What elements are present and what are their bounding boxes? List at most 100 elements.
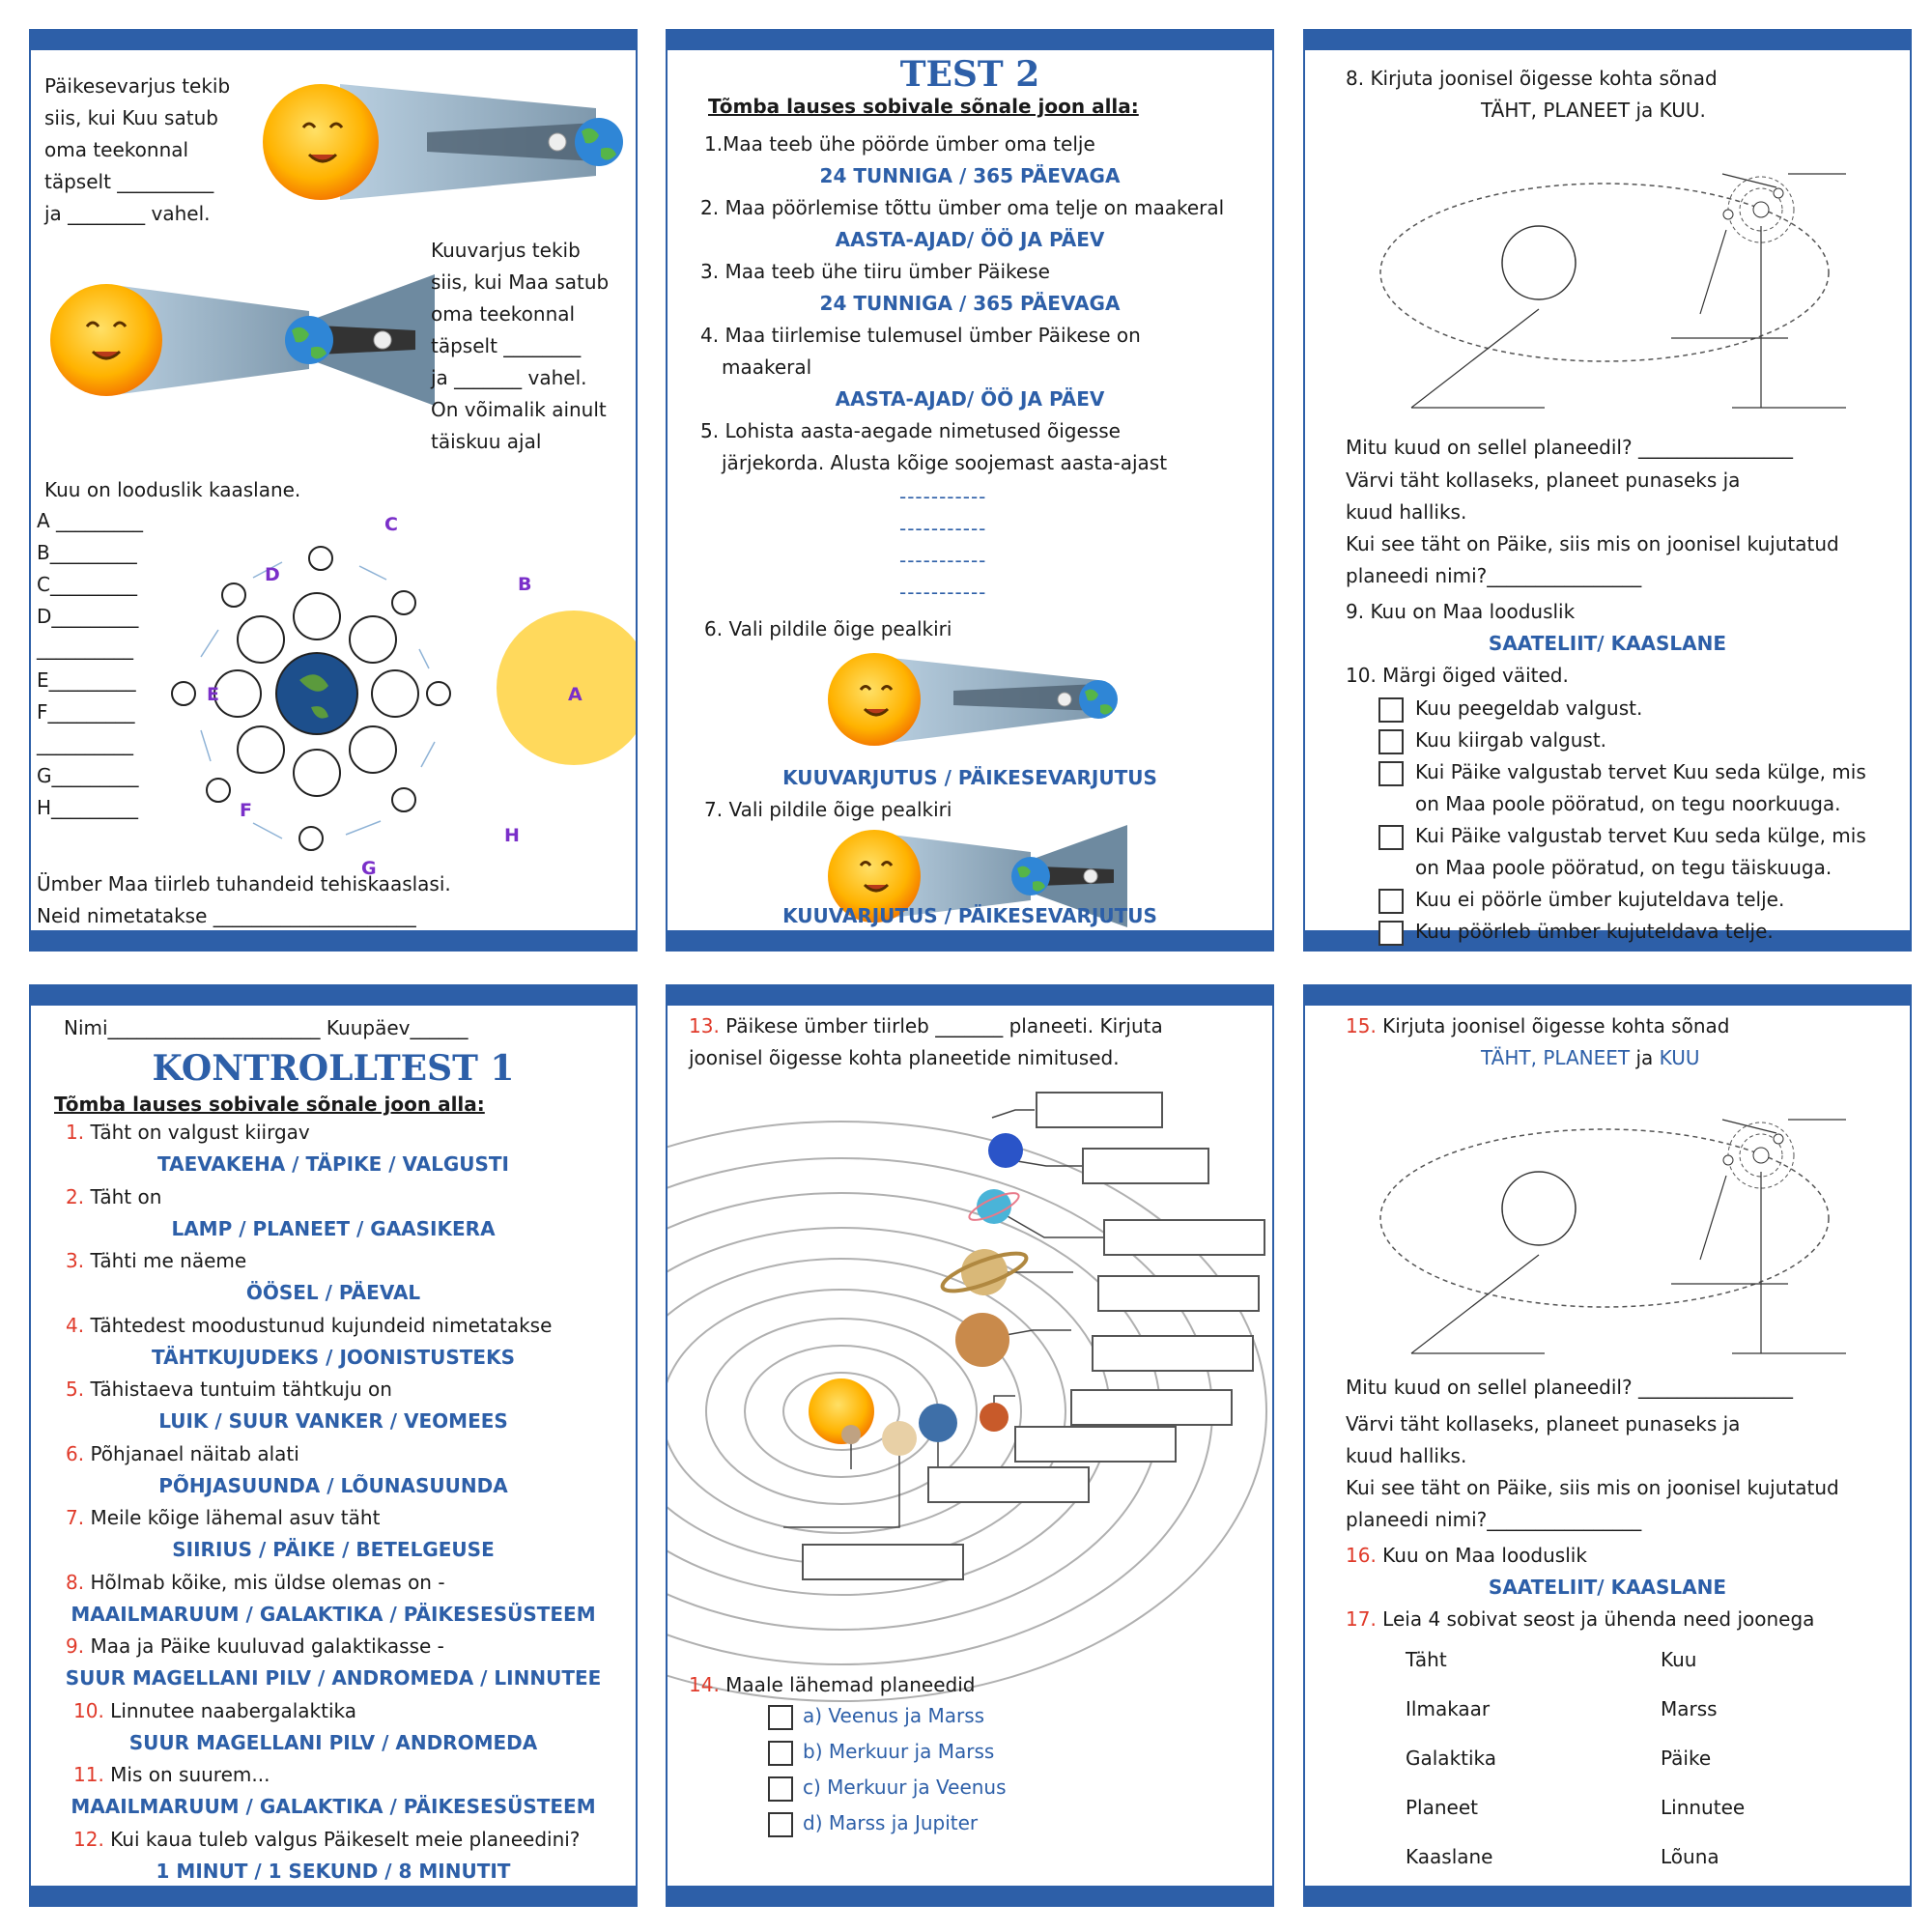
match-left-item[interactable]: Kaaslane <box>1406 1845 1493 1868</box>
option-checkbox[interactable] <box>768 1741 793 1766</box>
option-a[interactable]: a) Veenus ja Marss <box>803 1704 985 1727</box>
statement-checkbox[interactable] <box>1378 921 1404 946</box>
question-item: 1. Täht on valgust kiirgav <box>66 1120 310 1145</box>
option-checkbox[interactable] <box>768 1776 793 1802</box>
answer-options-4[interactable]: AASTA-AJAD/ ÖÖ JA PÄEV <box>835 387 1105 411</box>
answer-options-7[interactable]: KUUVARJUTUS / PÄIKESEVARJUTUS <box>782 904 1157 927</box>
inner-moon <box>371 669 419 718</box>
moon-circle <box>1722 1154 1734 1166</box>
orbit-label: B <box>518 574 532 595</box>
question-number: 4. <box>66 1313 85 1337</box>
answer-options[interactable]: PÕHJASUUNDA / LÕUNASUUNDA <box>158 1473 508 1497</box>
phase-blank[interactable]: __________ <box>37 732 133 755</box>
phase-blank[interactable]: G_________ <box>37 764 139 787</box>
page-bottom-bar <box>31 930 636 950</box>
answer-options[interactable]: TAEVAKEHA / TÄPIKE / VALGUSTI <box>157 1152 509 1176</box>
answer-options[interactable]: SUUR MAGELLANI PILV / ANDROMEDA / LINNUT… <box>65 1666 602 1690</box>
planet-circle <box>1752 201 1770 218</box>
season-slot[interactable]: ----------- <box>899 581 987 604</box>
planet-name-box <box>927 1466 1090 1503</box>
page-kontrolltest-1: Nimi______________________ Kuupäev______… <box>29 984 638 1907</box>
option-d[interactable]: d) Marss ja Jupiter <box>803 1811 979 1834</box>
question-number: 15. <box>1346 1014 1377 1037</box>
page-top-bar <box>668 986 1272 1006</box>
planet-orbit <box>1379 1128 1830 1308</box>
solar-eclipse-illustration <box>263 84 623 200</box>
statement-checkbox[interactable] <box>1378 889 1404 914</box>
answer-options[interactable]: LUIK / SUUR VANKER / VEOMEES <box>158 1409 508 1433</box>
saturn-icon <box>961 1249 1008 1295</box>
mars-icon <box>980 1403 1009 1432</box>
answer-options[interactable]: ÖÖSEL / PÄEVAL <box>245 1281 421 1304</box>
match-right-item[interactable]: Lõuna <box>1661 1845 1719 1868</box>
phase-blank[interactable]: A _________ <box>37 509 144 532</box>
option-checkbox[interactable] <box>768 1705 793 1730</box>
question-number: 8. <box>66 1570 85 1594</box>
question-number: 2. <box>66 1184 85 1208</box>
match-left-item[interactable]: Galaktika <box>1406 1747 1497 1770</box>
answer-options-16[interactable]: SAATELIIT/ KAASLANE <box>1488 1576 1727 1599</box>
orbit-label: E <box>207 684 219 705</box>
page-bottom-bar <box>668 930 1272 950</box>
planet-name-blank[interactable]: planeedi nimi?________________ <box>1346 1508 1642 1531</box>
statement-checkbox[interactable] <box>1378 697 1404 723</box>
match-left-item[interactable]: Täht <box>1406 1648 1447 1671</box>
phase-blank[interactable]: C_________ <box>37 573 137 596</box>
planet-name-question: Kui see täht on Päike, siis mis on jooni… <box>1346 532 1839 555</box>
name-date-header[interactable]: Nimi______________________ Kuupäev______ <box>64 1016 469 1039</box>
phase-blank[interactable]: __________ <box>37 637 133 660</box>
phase-blank[interactable]: B_________ <box>37 541 137 564</box>
option-b[interactable]: b) Merkuur ja Marss <box>803 1740 995 1763</box>
question-14: Maale lähemad planeedid <box>725 1673 976 1696</box>
match-right-item[interactable]: Marss <box>1661 1697 1718 1720</box>
statement-checkbox[interactable] <box>1378 825 1404 850</box>
answer-options-9[interactable]: SAATELIIT/ KAASLANE <box>1488 632 1727 655</box>
orbit-label: D <box>265 564 280 585</box>
moons-count-question[interactable]: Mitu kuud on sellel planeedil? _________… <box>1346 1376 1793 1399</box>
planet-name-blank[interactable]: planeedi nimi?________________ <box>1346 564 1642 587</box>
moon-icon <box>373 330 392 350</box>
option-c[interactable]: c) Merkuur ja Veenus <box>803 1776 1007 1799</box>
match-left-item[interactable]: Planeet <box>1406 1796 1478 1819</box>
question-item: 10. Linnutee naabergalaktika <box>73 1698 356 1723</box>
text-line: täiskuu ajal <box>431 430 542 453</box>
phase-blank[interactable]: E_________ <box>37 668 136 692</box>
phase-blank[interactable]: H_________ <box>37 796 139 819</box>
statement-checkbox[interactable] <box>1378 729 1404 754</box>
question-item: 3. Tähti me näeme <box>66 1248 246 1273</box>
statement-text: Kui Päike valgustab tervet Kuu seda külg… <box>1415 824 1866 847</box>
answer-options-1[interactable]: 24 TUNNIGA / 365 PÄEVAGA <box>819 164 1121 187</box>
match-left-item[interactable]: Ilmakaar <box>1406 1697 1491 1720</box>
planet-orbit <box>1379 183 1830 362</box>
match-right-item[interactable]: Päike <box>1661 1747 1712 1770</box>
season-slot[interactable]: ----------- <box>899 517 987 540</box>
season-slot[interactable]: ----------- <box>899 549 987 572</box>
moon-icon <box>1083 868 1098 884</box>
season-slot[interactable]: ----------- <box>899 485 987 508</box>
moon-circle <box>1773 187 1784 199</box>
phase-blank[interactable]: F_________ <box>37 700 135 724</box>
text-line: Päikesevarjus tekib <box>44 74 231 98</box>
satellite-blank[interactable]: Neid nimetatakse _____________________ <box>37 904 416 927</box>
moon-circle <box>1722 209 1734 220</box>
match-right-item[interactable]: Linnutee <box>1661 1796 1746 1819</box>
answer-options-3[interactable]: 24 TUNNIGA / 365 PÄEVAGA <box>819 292 1121 315</box>
answer-options[interactable]: MAAILMARUUM / GALAKTIKA / PÄIKESESÜSTEEM <box>71 1795 596 1818</box>
answer-options[interactable]: SIIRIUS / PÄIKE / BETELGEUSE <box>172 1538 495 1561</box>
answer-options[interactable]: 1 MINUT / 1 SEKUND / 8 MINUTIT <box>156 1859 511 1883</box>
option-checkbox[interactable] <box>768 1812 793 1837</box>
lunar-eclipse-illustration <box>828 825 1127 927</box>
answer-options-6[interactable]: KUUVARJUTUS / PÄIKESEVARJUTUS <box>782 766 1157 789</box>
phase-blank[interactable]: D_________ <box>37 605 139 628</box>
answer-options[interactable]: LAMP / PLANEET / GAASIKERA <box>171 1216 496 1240</box>
match-right-item[interactable]: Kuu <box>1661 1648 1697 1671</box>
answer-options-2[interactable]: AASTA-AJAD/ ÖÖ JA PÄEV <box>835 228 1105 251</box>
question-number: 1. <box>66 1121 85 1144</box>
moons-count-question[interactable]: Mitu kuud on sellel planeedil? _________… <box>1346 436 1793 459</box>
statement-checkbox[interactable] <box>1378 761 1404 786</box>
answer-options[interactable]: SUUR MAGELLANI PILV / ANDROMEDA <box>128 1730 538 1754</box>
answer-options[interactable]: MAAILMARUUM / GALAKTIKA / PÄIKESESÜSTEEM <box>71 1602 596 1626</box>
answer-options[interactable]: TÄHTKUJUDEKS / JOONISTUSTEKS <box>152 1345 515 1369</box>
question-text: Põhjanael näitab alati <box>90 1441 299 1465</box>
page-bottom-bar <box>31 1886 636 1905</box>
